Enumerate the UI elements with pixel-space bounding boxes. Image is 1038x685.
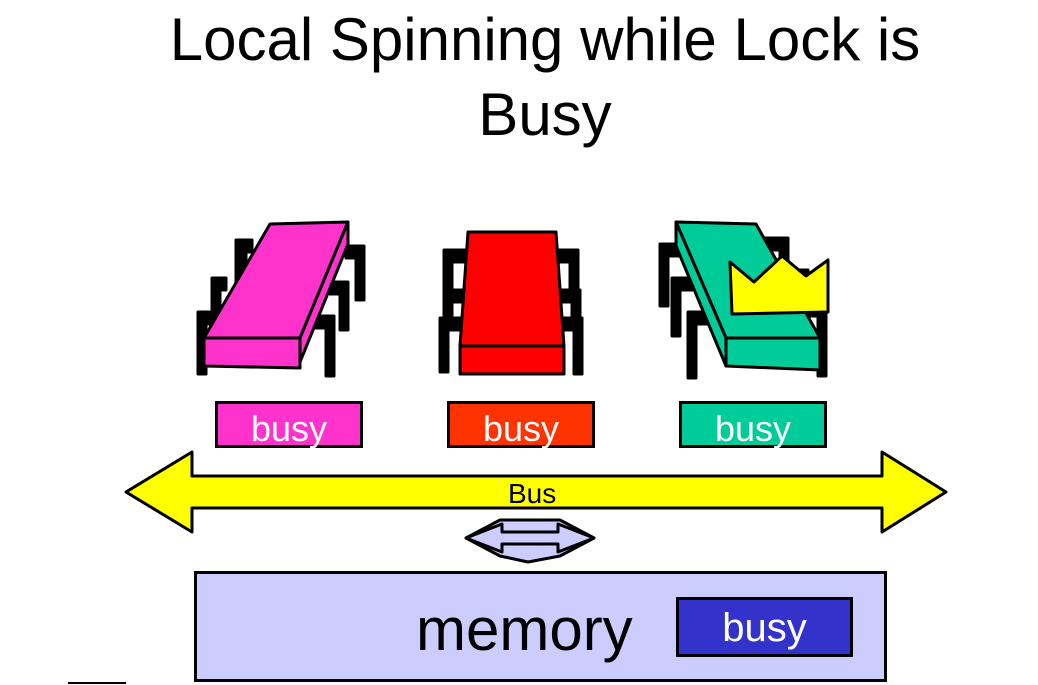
chip-front-face [458, 344, 566, 376]
cache-box-3: busy [679, 401, 827, 449]
cache-box-1: busy [215, 401, 363, 449]
processor-chip-1 [196, 220, 366, 378]
memory-cache-box: busy [676, 597, 853, 657]
bus-label: Bus [508, 478, 557, 509]
slide-title-line-2: Busy [478, 81, 612, 148]
slide-title-line-1: Local Spinning while Lock is [169, 6, 921, 73]
bus-arrow [124, 450, 948, 534]
chip-top-face [458, 230, 566, 348]
memory-label: memory [416, 596, 633, 663]
slide-title: Local Spinning while Lock is Busy [0, 2, 1038, 152]
connector-arrow [464, 522, 596, 554]
chip-front-face [724, 336, 822, 372]
processor-chip-2 [438, 230, 584, 376]
slide-footer-line [68, 682, 126, 684]
chip-front-face [202, 336, 302, 370]
crown-icon [728, 254, 830, 316]
cache-box-2: busy [447, 401, 595, 449]
